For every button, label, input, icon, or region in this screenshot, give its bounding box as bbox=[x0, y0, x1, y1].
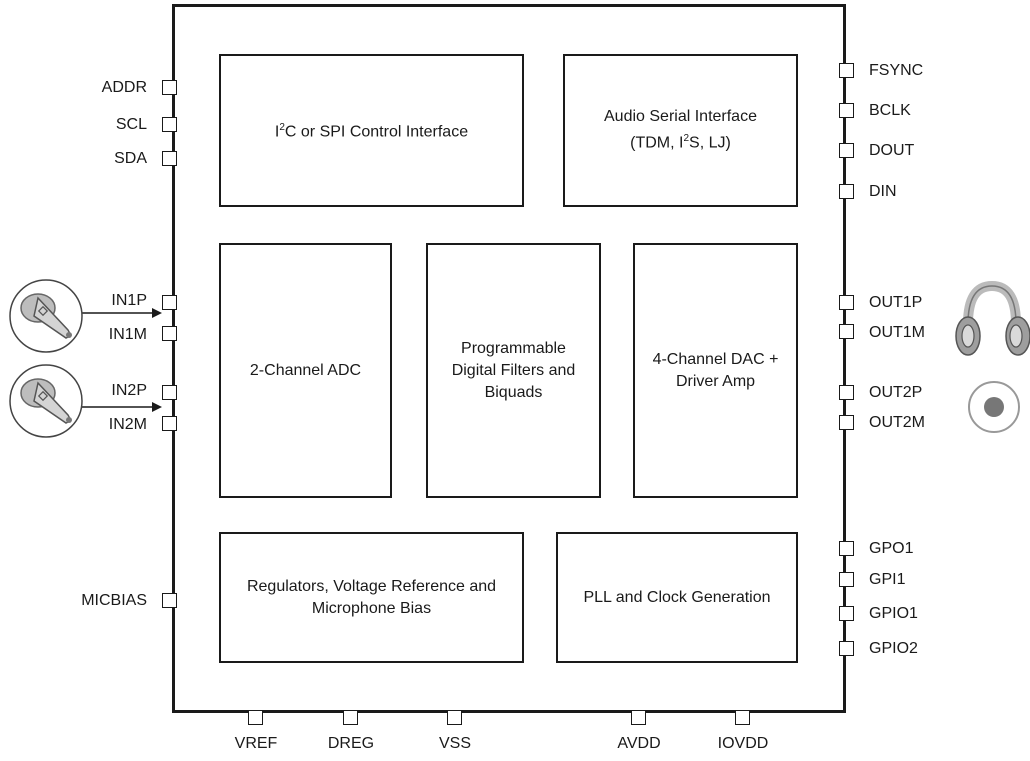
audio-serial-line2-pre: (TDM, I bbox=[630, 134, 684, 152]
pin-pad-in2p bbox=[162, 385, 177, 400]
pin-label-out1p: OUT1P bbox=[869, 294, 923, 311]
regulators-label: Regulators, Voltage Reference and Microp… bbox=[246, 577, 497, 617]
dac-block: 4-Channel DAC + Driver Amp bbox=[633, 243, 798, 498]
pin-label-in2p: IN2P bbox=[111, 382, 147, 399]
pin-label-bclk: BCLK bbox=[869, 102, 911, 119]
pin-pad-in2m bbox=[162, 416, 177, 431]
pin-pad-sda bbox=[162, 151, 177, 166]
pin-pad-gpo1 bbox=[839, 541, 854, 556]
pin-label-in1m: IN1M bbox=[108, 326, 147, 343]
microphone-icon bbox=[9, 364, 83, 438]
arrow-in2 bbox=[82, 402, 162, 412]
pin-pad-gpi1 bbox=[839, 572, 854, 587]
pin-pad-out2m bbox=[839, 415, 854, 430]
pin-label-sda: SDA bbox=[114, 150, 147, 167]
arrow-in1 bbox=[82, 308, 162, 318]
pin-pad-out1p bbox=[839, 295, 854, 310]
pin-label-out2p: OUT2P bbox=[869, 384, 923, 401]
pin-label-scl: SCL bbox=[115, 116, 147, 133]
audio-serial-line2-post: S, LJ) bbox=[689, 134, 731, 152]
pin-pad-fsync bbox=[839, 63, 854, 78]
pin-label-addr: ADDR bbox=[101, 79, 147, 96]
control-label-sup: 2 bbox=[279, 122, 285, 134]
pin-label-dout: DOUT bbox=[869, 142, 915, 159]
pin-label-gpi1: GPI1 bbox=[869, 571, 906, 588]
pin-label-in2m: IN2M bbox=[108, 416, 147, 433]
pin-pad-gpio1 bbox=[839, 606, 854, 621]
pin-label-dreg: DREG bbox=[327, 735, 375, 752]
audio-serial-interface-block: Audio Serial Interface (TDM, I2S, LJ) bbox=[563, 54, 798, 207]
chip-outline bbox=[172, 4, 846, 713]
filters-label: Programmable Digital Filters and Biquads bbox=[451, 339, 576, 401]
pin-label-in1p: IN1P bbox=[111, 292, 147, 309]
pll-block: PLL and Clock Generation bbox=[556, 532, 798, 663]
control-interface-block: I2C or SPI Control Interface bbox=[219, 54, 524, 207]
pin-pad-micbias bbox=[162, 593, 177, 608]
pin-pad-gpio2 bbox=[839, 641, 854, 656]
pin-label-gpio1: GPIO1 bbox=[869, 605, 918, 622]
pin-pad-scl bbox=[162, 117, 177, 132]
pin-pad-vss bbox=[447, 710, 462, 725]
pin-pad-vref bbox=[248, 710, 263, 725]
control-label-post: C or SPI Control Interface bbox=[284, 123, 469, 141]
pin-label-micbias: MICBIAS bbox=[81, 592, 147, 609]
pin-label-out2m: OUT2M bbox=[869, 414, 925, 431]
speaker-icon bbox=[968, 381, 1020, 433]
pin-label-gpio2: GPIO2 bbox=[869, 640, 918, 657]
adc-label: 2-Channel ADC bbox=[249, 361, 362, 379]
microphone-icon bbox=[9, 279, 83, 353]
control-label-pre: I bbox=[274, 123, 280, 141]
pin-pad-dout bbox=[839, 143, 854, 158]
pin-pad-addr bbox=[162, 80, 177, 95]
pin-label-iovdd: IOVDD bbox=[717, 735, 769, 752]
digital-filters-block: Programmable Digital Filters and Biquads bbox=[426, 243, 601, 498]
audio-serial-line2-sup: 2 bbox=[683, 133, 690, 145]
regulators-block: Regulators, Voltage Reference and Microp… bbox=[219, 532, 524, 663]
pin-pad-in1p bbox=[162, 295, 177, 310]
pin-label-vss: VSS bbox=[438, 735, 471, 752]
pin-pad-in1m bbox=[162, 326, 177, 341]
dac-label: 4-Channel DAC + Driver Amp bbox=[652, 350, 779, 390]
pin-pad-dreg bbox=[343, 710, 358, 725]
pin-pad-bclk bbox=[839, 103, 854, 118]
pin-pad-out1m bbox=[839, 324, 854, 339]
pin-label-fsync: FSYNC bbox=[869, 62, 924, 79]
pin-label-avdd: AVDD bbox=[617, 735, 661, 752]
pin-pad-out2p bbox=[839, 385, 854, 400]
pll-label: PLL and Clock Generation bbox=[583, 588, 771, 606]
pin-label-gpo1: GPO1 bbox=[869, 540, 914, 557]
adc-block: 2-Channel ADC bbox=[219, 243, 392, 498]
pin-label-vref: VREF bbox=[234, 735, 278, 752]
pin-pad-iovdd bbox=[735, 710, 750, 725]
pin-pad-avdd bbox=[631, 710, 646, 725]
pin-label-out1m: OUT1M bbox=[869, 324, 925, 341]
audio-serial-line1: Audio Serial Interface bbox=[604, 108, 757, 126]
headphones-icon bbox=[955, 280, 1030, 356]
pin-label-din: DIN bbox=[869, 183, 897, 200]
pin-pad-din bbox=[839, 184, 854, 199]
